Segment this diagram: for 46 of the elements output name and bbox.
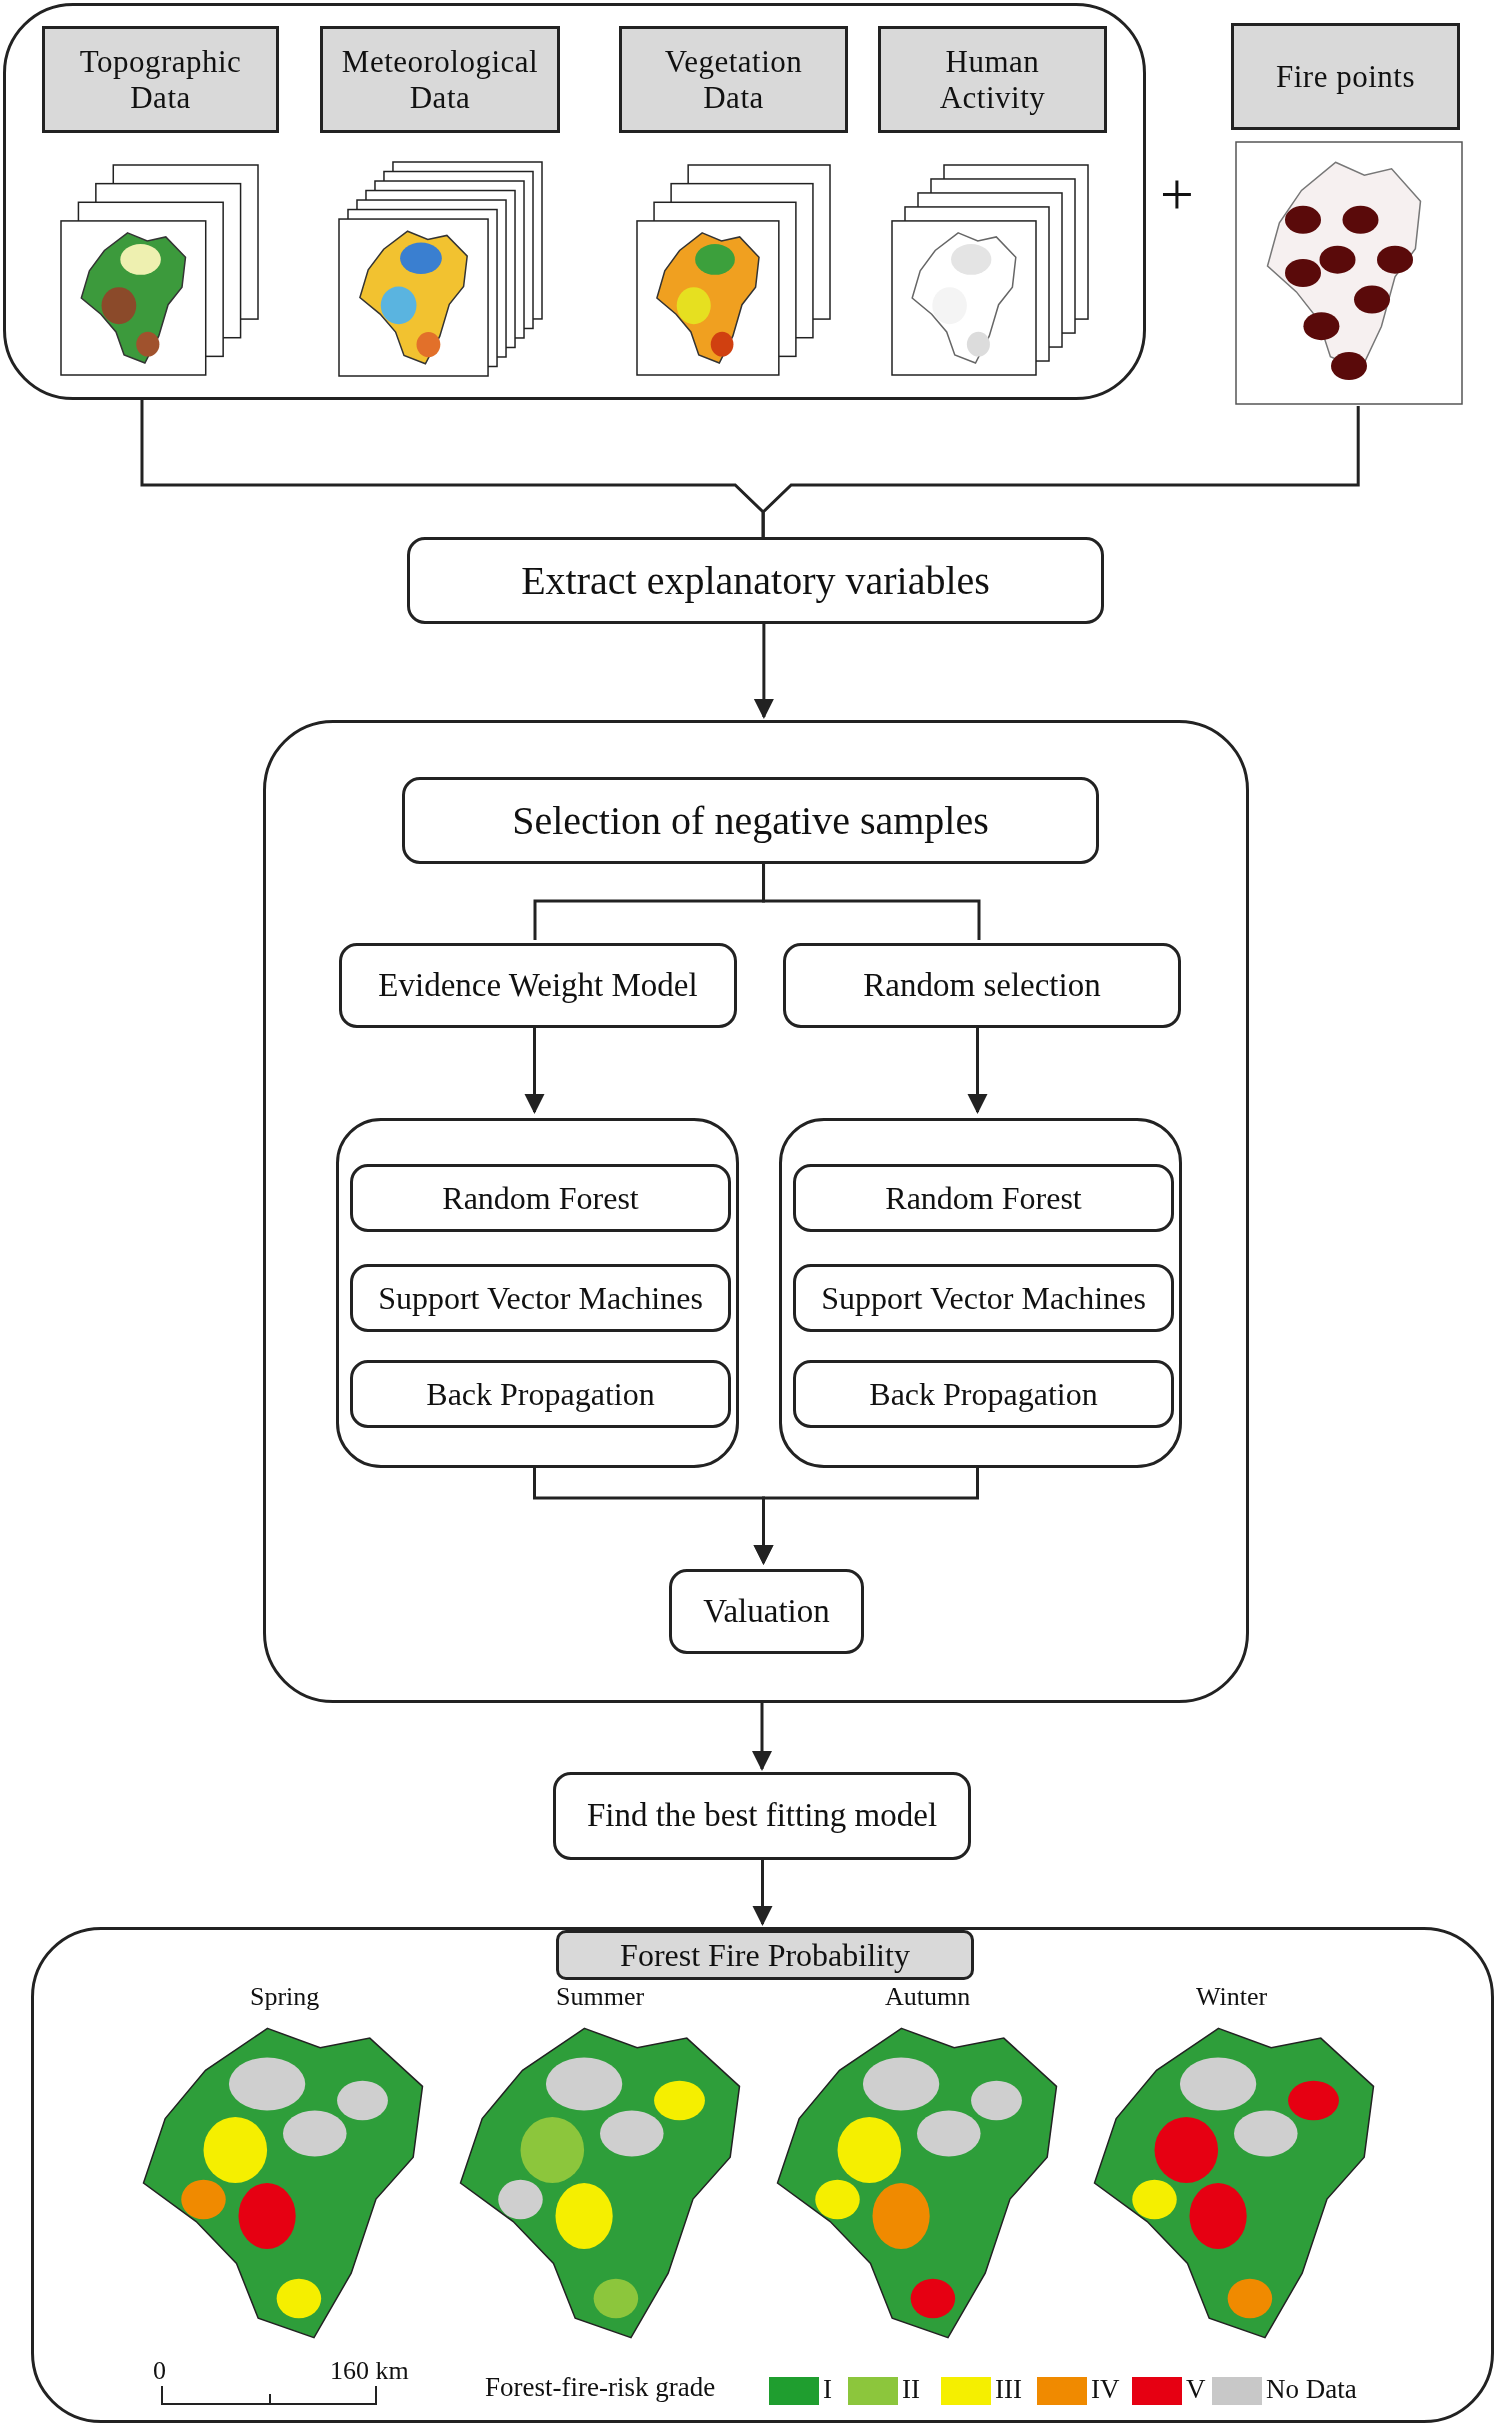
arrow bbox=[524, 1025, 545, 1114]
legend-label: IV bbox=[1091, 2374, 1120, 2405]
connector-line bbox=[761, 406, 1360, 537]
model-panel bbox=[263, 720, 1249, 1703]
model-group-panel bbox=[779, 1118, 1182, 1468]
data-header-box: Fire points bbox=[1231, 23, 1460, 130]
scale-label: 160 km bbox=[330, 2356, 409, 2386]
data-header-box: Vegetation Data bbox=[619, 26, 848, 133]
process-box: Evidence Weight Model bbox=[339, 943, 737, 1028]
picture bbox=[1234, 140, 1464, 406]
model-box: Back Propagation bbox=[793, 1360, 1174, 1428]
model-box: Random Forest bbox=[793, 1164, 1174, 1232]
data-header-box: Human Activity bbox=[878, 26, 1107, 133]
model-group-panel bbox=[336, 1118, 739, 1468]
connector-line bbox=[762, 861, 981, 940]
input-data-panel bbox=[3, 3, 1146, 400]
data-header-box: Meteorological Data bbox=[320, 26, 560, 133]
legend-title: Forest-fire-risk grade bbox=[485, 2372, 716, 2403]
process-box: Extract explanatory variables bbox=[407, 537, 1104, 624]
plus-sign: + bbox=[1160, 160, 1194, 229]
model-box: Random Forest bbox=[350, 1164, 731, 1232]
result-panel bbox=[31, 1927, 1494, 2423]
legend-label: III bbox=[995, 2374, 1022, 2405]
season-label: Summer bbox=[556, 1982, 645, 2012]
model-box: Support Vector Machines bbox=[350, 1264, 731, 1332]
legend-label: I bbox=[823, 2374, 832, 2405]
process-box: Random selection bbox=[783, 943, 1181, 1028]
arrow bbox=[752, 1860, 773, 1926]
process-box: Selection of negative samples bbox=[402, 777, 1099, 864]
process-box: Find the best fitting model bbox=[553, 1772, 971, 1860]
legend-label: II bbox=[902, 2374, 920, 2405]
title-box: Forest Fire Probability bbox=[556, 1930, 974, 1980]
data-header-box: Topographic Data bbox=[42, 26, 279, 133]
arrow bbox=[753, 1465, 979, 1565]
season-label: Autumn bbox=[885, 1982, 971, 2012]
model-box: Support Vector Machines bbox=[793, 1264, 1174, 1332]
season-label: Winter bbox=[1196, 1982, 1268, 2012]
process-box: Valuation bbox=[669, 1569, 864, 1654]
arrow bbox=[752, 1703, 772, 1771]
legend-label: No Data bbox=[1266, 2374, 1357, 2405]
arrow bbox=[967, 1025, 988, 1114]
season-label: Spring bbox=[250, 1982, 320, 2012]
scale-label: 0 bbox=[153, 2356, 166, 2386]
model-box: Back Propagation bbox=[350, 1360, 731, 1428]
legend-label: V bbox=[1186, 2374, 1206, 2405]
arrow bbox=[753, 624, 774, 719]
